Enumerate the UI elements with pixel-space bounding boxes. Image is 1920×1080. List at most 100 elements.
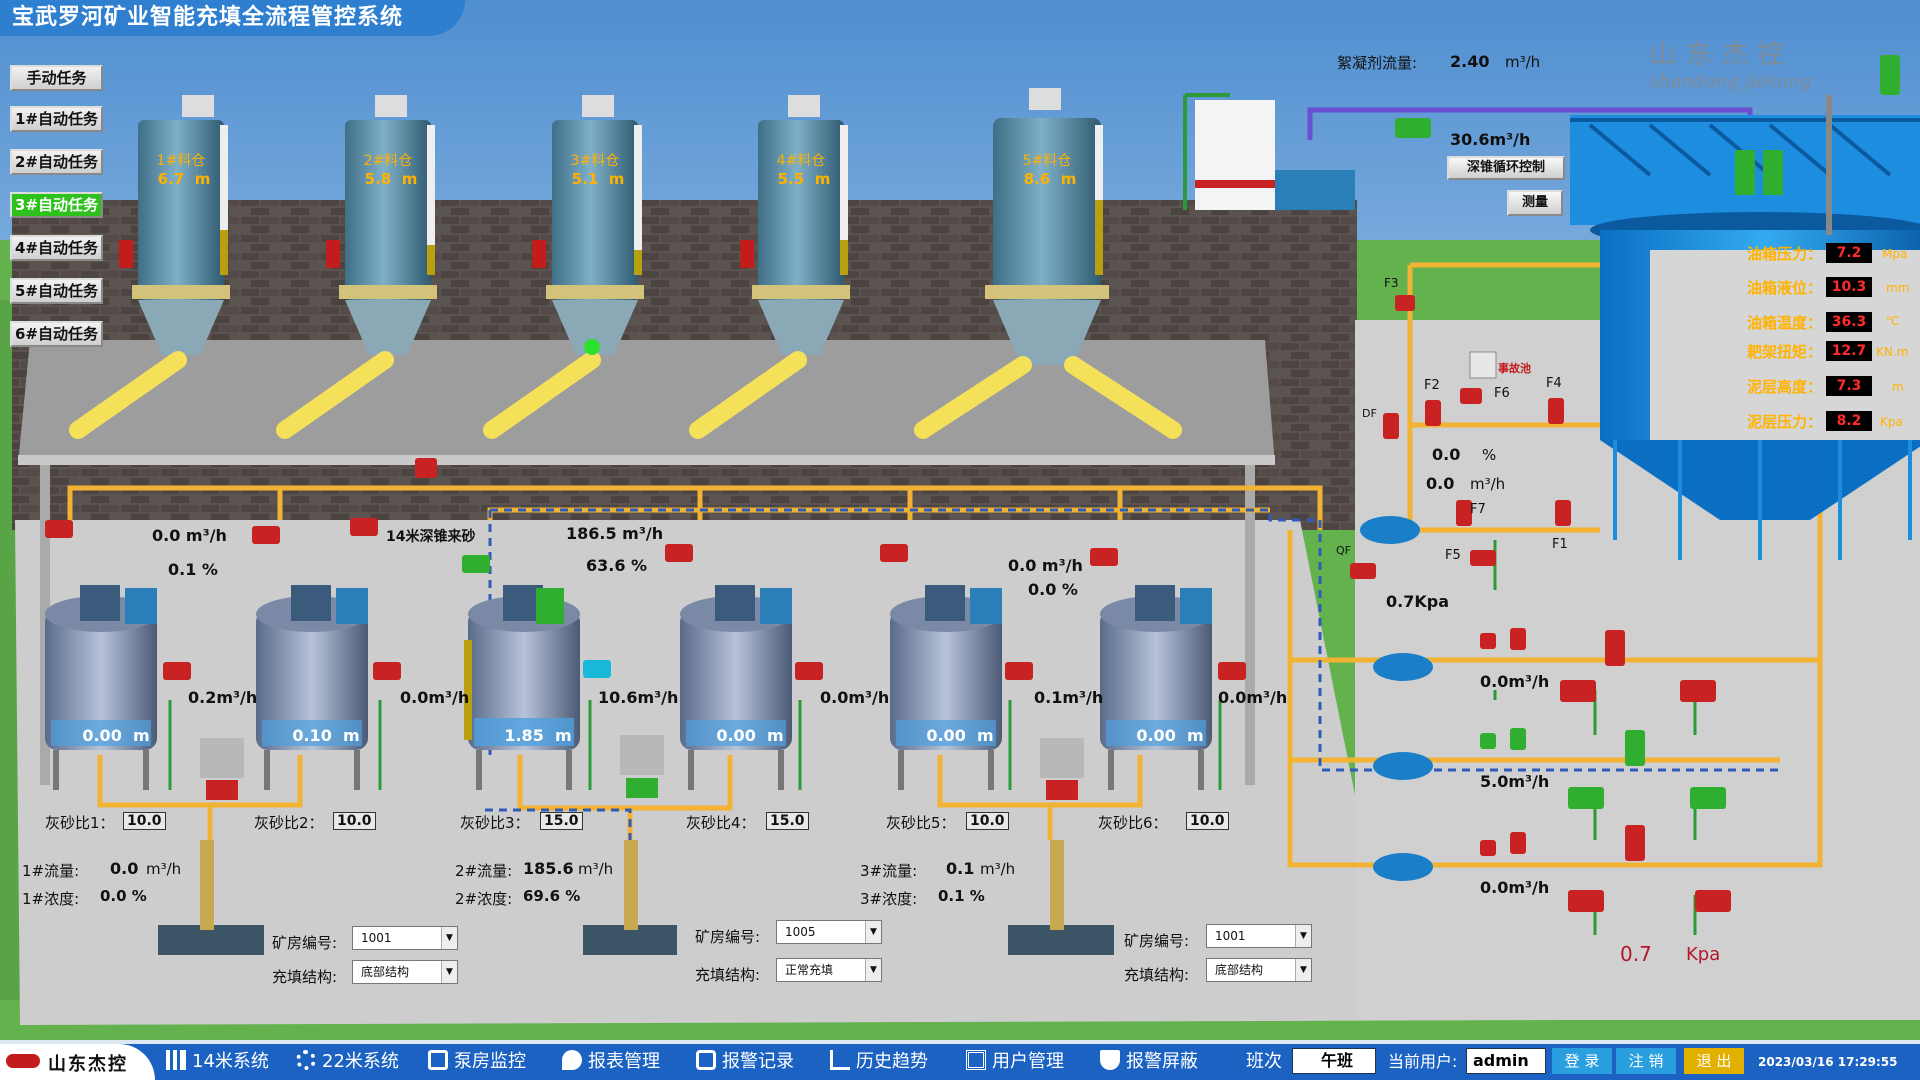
- trend-icon: [830, 1050, 850, 1070]
- output-2-flow-label: 2#流量:: [455, 862, 513, 880]
- output-1-flow-value: 0.0: [110, 859, 139, 878]
- silo-1-name: 1#料仓: [156, 153, 206, 169]
- ratio-3-label: 灰砂比3：: [460, 814, 530, 832]
- param-rake-torque-unit: KN.m: [1876, 345, 1909, 359]
- bottom-brand: 山东杰控: [0, 1044, 155, 1080]
- param-oil-level-unit: mm: [1886, 281, 1910, 295]
- nav-14m-system-label: 14米系统: [192, 1051, 269, 1072]
- tank-6-level: 0.00 m: [1136, 726, 1204, 745]
- shield-icon: [1100, 1050, 1120, 1070]
- mixing-tank-group: [45, 585, 1212, 790]
- ratio-5-value: 10.0: [966, 812, 1009, 830]
- deep-cone-sand-label: 14米深锥来砂: [386, 529, 476, 545]
- output-2-struct-label: 充填结构:: [695, 966, 761, 984]
- ratio-6-value: 10.0: [1186, 812, 1229, 830]
- line-1-concentration: 0.1 %: [168, 560, 218, 579]
- task-button-auto-4[interactable]: 4#自动任务: [10, 235, 103, 261]
- task-button-auto-2[interactable]: 2#自动任务: [10, 149, 103, 175]
- silo-3-name: 3#料仓: [570, 153, 620, 169]
- circulation-flow: 30.6m³/h: [1450, 130, 1531, 149]
- gear-icon: [296, 1050, 316, 1070]
- tank-6-flow: 0.0m³/h: [1218, 688, 1288, 707]
- pump-2-flow: 5.0m³/h: [1480, 772, 1550, 791]
- nav-14m-system[interactable]: 14米系统: [166, 1044, 269, 1080]
- output-3-flow-value: 0.1: [946, 859, 975, 878]
- nav-alarm-shield[interactable]: 报警屏蔽: [1100, 1044, 1198, 1080]
- flocculant-flow-label: 絮凝剂流量:: [1337, 54, 1418, 72]
- datetime: 2023/03/16 17:29:55: [1758, 1055, 1898, 1069]
- param-mud-pressure-label: 泥层压力：: [1746, 413, 1822, 431]
- output-1-room-select[interactable]: 1001▼: [352, 926, 458, 950]
- valve-tag-f6: F6: [1494, 386, 1510, 401]
- silo-2-name: 2#料仓: [363, 153, 413, 169]
- exit-button[interactable]: 退 出: [1684, 1048, 1744, 1074]
- brand-logo: 山东杰控 shandong jiekong: [1650, 34, 1860, 94]
- silo-5-level: 8.6 m: [1023, 170, 1077, 188]
- line-2-concentration: 63.6 %: [586, 556, 648, 575]
- nav-alarm-record[interactable]: 报警记录: [696, 1044, 794, 1080]
- measure-button[interactable]: 测量: [1507, 190, 1563, 216]
- output-3-flow-unit: m³/h: [980, 860, 1016, 878]
- output-3-struct-label: 充填结构:: [1124, 966, 1190, 984]
- param-oil-temp-label: 油箱温度：: [1746, 314, 1822, 332]
- login-button[interactable]: 登 录: [1552, 1048, 1612, 1074]
- shift-value: 午班: [1292, 1048, 1376, 1074]
- task-button-auto-3[interactable]: 3#自动任务: [10, 192, 103, 218]
- output-3-flow-label: 3#流量:: [860, 862, 918, 880]
- app-title: 宝武罗河矿业智能充填全流程管控系统: [0, 0, 465, 36]
- chevron-down-icon: ▼: [441, 927, 457, 949]
- logout-button[interactable]: 注 销: [1616, 1048, 1676, 1074]
- silo-4-name: 4#料仓: [776, 153, 826, 169]
- line-2-flow: 186.5 m³/h: [566, 524, 664, 543]
- ratio-3-value: 15.0: [540, 812, 583, 830]
- current-user-label: 当前用户:: [1388, 1052, 1458, 1071]
- param-oil-temp-value: 36.3: [1826, 312, 1872, 332]
- nav-user-management[interactable]: 用户管理: [966, 1044, 1064, 1080]
- line-3-concentration: 0.0 %: [1028, 580, 1078, 599]
- ratio-4-label: 灰砂比4：: [686, 814, 756, 832]
- pump-1-flow: 0.0m³/h: [1480, 672, 1550, 691]
- ratio-2-label: 灰砂比2：: [254, 814, 324, 832]
- silo-3-level: 5.1 m: [571, 170, 625, 188]
- param-mud-height-label: 泥层高度：: [1746, 378, 1822, 396]
- output-1-struct-select[interactable]: 底部结构▼: [352, 960, 458, 984]
- nav-history-trend[interactable]: 历史趋势: [830, 1044, 928, 1080]
- tank-3-level: 1.85 m: [504, 726, 572, 745]
- task-button-auto-1[interactable]: 1#自动任务: [10, 106, 103, 132]
- param-rake-torque-label: 耙架扭矩：: [1746, 343, 1822, 361]
- user-table-icon: [966, 1050, 986, 1070]
- silo-group: [69, 88, 1182, 439]
- chevron-down-icon: ▼: [865, 959, 881, 981]
- task-button-auto-5[interactable]: 5#自动任务: [10, 278, 103, 304]
- output-1-flow-unit: m³/h: [146, 860, 182, 878]
- nav-history-trend-label: 历史趋势: [856, 1051, 928, 1072]
- nav-pump-room-label: 泵房监控: [454, 1051, 526, 1072]
- tank-5-level: 0.00 m: [926, 726, 994, 745]
- circulation-control-button[interactable]: 深锥循环控制: [1447, 156, 1565, 180]
- task-button-manual[interactable]: 手动任务: [10, 65, 103, 91]
- silo-2-level: 5.8 m: [364, 170, 418, 188]
- output-1-conc-value: 0.0 %: [100, 887, 147, 905]
- valve-tag-f3: F3: [1384, 276, 1399, 290]
- right-value-1: 0.0: [1432, 445, 1461, 464]
- output-3-room-select[interactable]: 1001▼: [1206, 924, 1312, 948]
- nav-report[interactable]: 报表管理: [562, 1044, 660, 1080]
- valve-tag-df: DF: [1362, 407, 1377, 420]
- output-2-flow-unit: m³/h: [578, 860, 614, 878]
- ratio-2-value: 10.0: [333, 812, 376, 830]
- nav-22m-system[interactable]: 22米系统: [296, 1044, 399, 1080]
- nav-pump-room[interactable]: 泵房监控: [428, 1044, 526, 1080]
- alarm-record-icon: [696, 1050, 716, 1070]
- bottom-pressure-unit: Kpa: [1686, 944, 1721, 965]
- nav-22m-system-label: 22米系统: [322, 1051, 399, 1072]
- line-1-flow: 0.0 m³/h: [152, 526, 227, 545]
- output-2-conc-label: 2#浓度:: [455, 890, 513, 908]
- output-2-room-select[interactable]: 1005▼: [776, 920, 882, 944]
- task-button-auto-6[interactable]: 6#自动任务: [10, 321, 103, 347]
- thickener: [1570, 95, 1920, 560]
- tank-2-flow: 0.0m³/h: [400, 688, 470, 707]
- output-2-struct-select[interactable]: 正常充填▼: [776, 958, 882, 982]
- current-user-value: admin: [1466, 1048, 1546, 1074]
- output-3-struct-select[interactable]: 底部结构▼: [1206, 958, 1312, 982]
